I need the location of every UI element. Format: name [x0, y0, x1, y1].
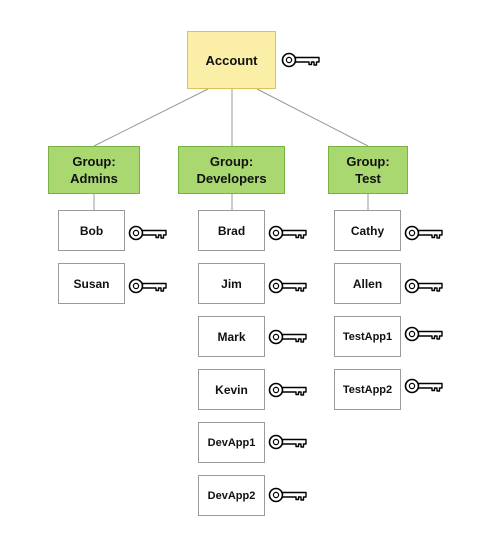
group-label-line2: Developers — [196, 171, 267, 186]
key-icon — [128, 276, 168, 296]
member-label: TestApp2 — [342, 383, 393, 396]
key-icon — [281, 50, 321, 70]
member-node-susan: Susan — [58, 263, 125, 304]
group-label-line2: Test — [355, 171, 381, 186]
member-node-testapp1: TestApp1 — [334, 316, 401, 357]
group-label-line1: Group: — [346, 154, 390, 169]
member-label: Susan — [73, 276, 110, 291]
member-node-mark: Mark — [198, 316, 265, 357]
member-node-cathy: Cathy — [334, 210, 401, 251]
member-node-bob: Bob — [58, 210, 125, 251]
group-node-admins: Group: Admins — [48, 146, 140, 194]
group-label-line1: Group: — [72, 154, 116, 169]
member-node-devapp1: DevApp1 — [198, 422, 265, 463]
connector-account-admins — [93, 88, 209, 147]
key-icon — [268, 485, 308, 505]
member-label: Bob — [79, 223, 104, 238]
member-node-devapp2: DevApp2 — [198, 475, 265, 516]
member-label: TestApp1 — [342, 330, 393, 343]
key-icon — [404, 324, 444, 344]
key-icon — [268, 380, 308, 400]
member-node-jim: Jim — [198, 263, 265, 304]
key-icon — [268, 223, 308, 243]
group-node-test: Group: Test — [328, 146, 408, 194]
account-node: Account — [187, 31, 276, 89]
key-icon — [268, 276, 308, 296]
member-label: DevApp1 — [207, 436, 256, 449]
member-label: Brad — [217, 223, 246, 238]
member-label: DevApp2 — [207, 489, 256, 502]
member-label: Kevin — [215, 382, 248, 397]
member-node-testapp2: TestApp2 — [334, 369, 401, 410]
member-label: Cathy — [350, 223, 385, 238]
key-icon — [404, 376, 444, 396]
key-icon — [268, 327, 308, 347]
member-label: Jim — [221, 276, 242, 291]
member-node-kevin: Kevin — [198, 369, 265, 410]
key-icon — [404, 276, 444, 296]
member-node-brad: Brad — [198, 210, 265, 251]
key-icon — [404, 223, 444, 243]
member-label: Mark — [217, 329, 246, 344]
account-label: Account — [205, 52, 258, 68]
connector-account-test — [256, 88, 369, 147]
member-label: Allen — [352, 276, 383, 291]
key-icon — [128, 223, 168, 243]
group-label-line2: Admins — [70, 171, 118, 186]
key-icon — [268, 432, 308, 452]
group-node-developers: Group: Developers — [178, 146, 285, 194]
group-label-line1: Group: — [209, 154, 254, 169]
member-node-allen: Allen — [334, 263, 401, 304]
